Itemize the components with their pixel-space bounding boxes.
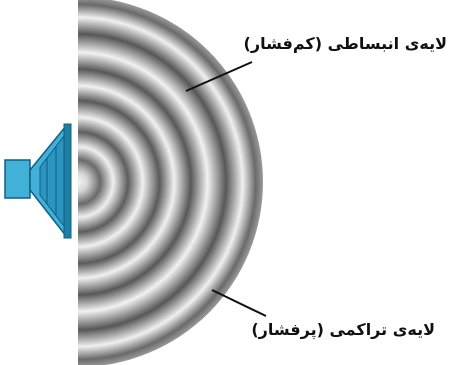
wave-field bbox=[78, 0, 263, 365]
rarefaction-layer-label: لایه‌ی انبساطی (کم‌فشار) bbox=[244, 34, 447, 53]
speaker-icon bbox=[5, 124, 71, 238]
compression-leader-line bbox=[212, 290, 266, 316]
compression-layer-label: لایه‌ی تراکمی (پرفشار) bbox=[251, 320, 435, 339]
